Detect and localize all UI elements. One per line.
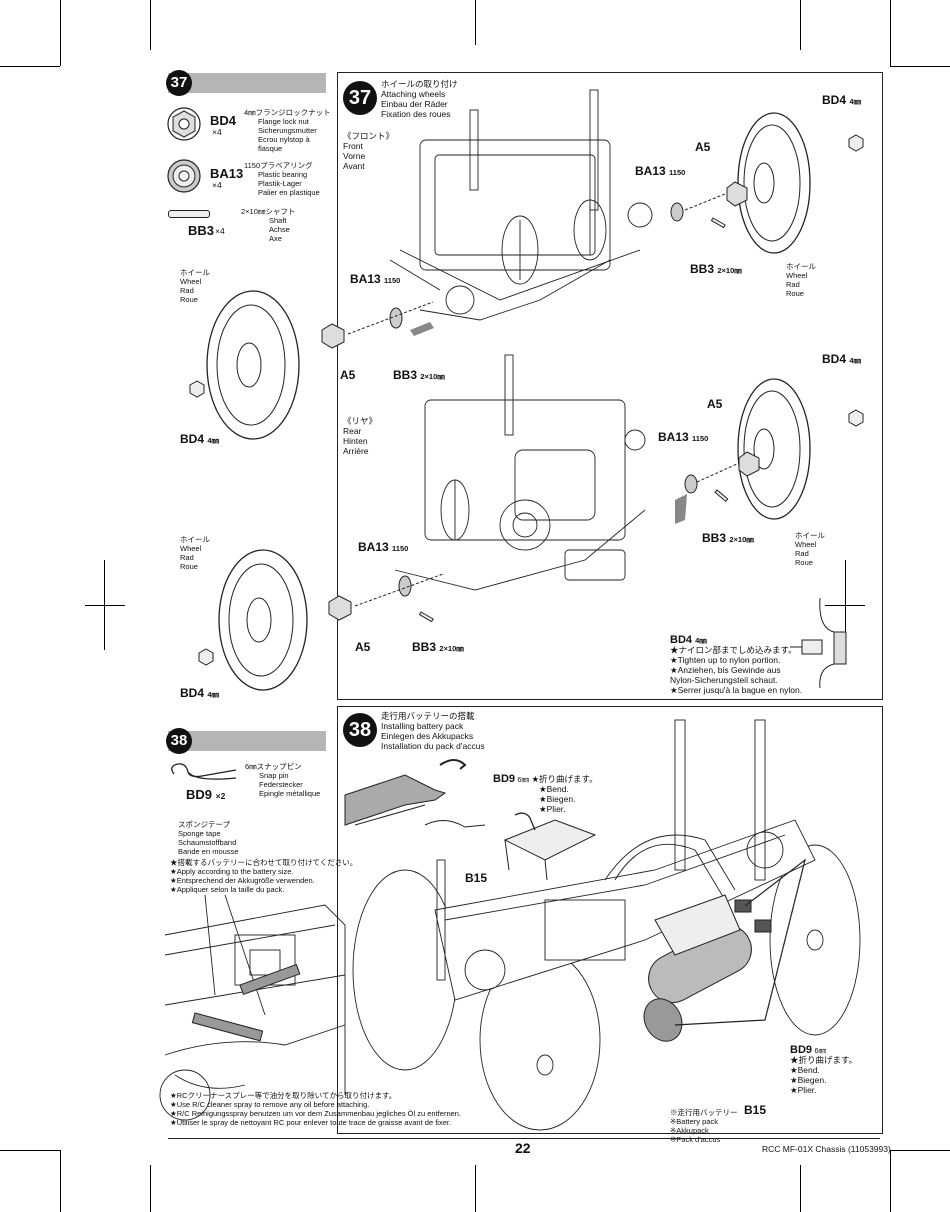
bd9-code: BD9 ×2 xyxy=(186,787,226,802)
bearing-icon xyxy=(167,159,201,193)
crop-mark xyxy=(475,1165,476,1212)
a5-callout-rear-left: A5 xyxy=(355,640,371,654)
ba13-callout-front-right: BA13 1150 xyxy=(635,164,686,178)
sponge-tape-chassis-illustration xyxy=(159,894,346,1121)
bd4-callout-rear: BD4 4㎜ xyxy=(822,352,862,366)
wheel-label-rear-right: ホイール Wheel Rad Roue xyxy=(795,531,825,567)
sponge-tape-label: スポンジテープ Sponge tape Schaumstoffband Band… xyxy=(178,820,239,856)
bb3-desc: 2×10㎜シャフト Shaft Achse Axe xyxy=(241,207,296,243)
wheel-label-front-left: ホイール Wheel Rad Roue xyxy=(180,268,210,304)
bb3-callout-rear-right: BB3 2×10㎜ xyxy=(702,531,754,545)
lock-nut-icon xyxy=(189,380,205,398)
crop-mark xyxy=(890,1150,891,1212)
step37-title-badge: 37 xyxy=(343,81,377,115)
ba13-qty: ×4 xyxy=(212,180,222,190)
car-chassis-illustration xyxy=(352,719,861,1131)
battery-size-note: ★搭載するバッテリーに合わせて取り付けてください。 ★Apply accordi… xyxy=(170,858,358,894)
a5-callout-front-right: A5 xyxy=(695,140,711,154)
axle-parts-rear-left xyxy=(328,573,444,623)
rear-label: 《リヤ》 Rear Hinten Arrière xyxy=(343,416,378,456)
shaft-icon xyxy=(168,210,210,218)
bd9-desc: 6㎜スナップピン Snap pin Federstecker Epingle m… xyxy=(245,762,321,798)
crop-mark xyxy=(85,605,125,606)
ba13-callout-rear-left: BA13 1150 xyxy=(358,540,409,554)
crop-mark xyxy=(800,0,801,50)
crop-mark xyxy=(890,0,891,66)
crop-mark xyxy=(800,1165,801,1212)
product-name: RCC MF-01X Chassis (11053993) xyxy=(762,1144,891,1154)
bd4-callout-front-left: BD4 4㎜ xyxy=(180,432,220,446)
step38-panel xyxy=(337,706,883,1134)
bd4-desc: 4㎜フランジロックナット Flange lock nut Sicherungsm… xyxy=(244,108,331,153)
crop-mark xyxy=(60,1150,61,1212)
step37-title: ホイールの取り付け Attaching wheels Einbau der Rä… xyxy=(381,79,458,119)
bb3-code: BB3 xyxy=(188,223,215,238)
front-chassis-illustration xyxy=(389,89,653,321)
bd4-callout-rear-left: BD4 4㎜ xyxy=(180,686,220,700)
nylon-note: BD4 4㎜ ★ナイロン部までしめ込みます。 ★Tighten up to ny… xyxy=(670,634,803,696)
pliers-illustration xyxy=(344,759,486,828)
a5-callout-front-left: A5 xyxy=(340,368,356,382)
crop-mark xyxy=(475,0,476,45)
wheel-rear-right xyxy=(737,378,811,520)
b15-callout-bottom: B15 xyxy=(744,1103,767,1117)
b15-callout-top: B15 xyxy=(465,871,488,885)
bend-note-top: BD9 6㎜ ★折り曲げます。 ★Bend. ★Biegen. ★Plier. xyxy=(493,773,598,815)
axle-parts-front-left xyxy=(321,301,434,349)
axle-parts-front-right xyxy=(670,181,748,229)
wheel-label-front-right: ホイール Wheel Rad Roue xyxy=(786,262,816,298)
crop-mark xyxy=(0,66,60,67)
bd4-qty: ×4 xyxy=(212,127,222,137)
step38-header-bar xyxy=(168,731,326,751)
ba13-callout-front-left: BA13 1150 xyxy=(350,272,401,286)
step38-badge: 38 xyxy=(166,728,192,754)
crop-mark xyxy=(890,66,950,67)
lock-nut-icon xyxy=(198,648,214,666)
ba13-code: BA13 xyxy=(210,166,244,181)
crop-mark xyxy=(150,1165,151,1212)
a5-callout-rear-right: A5 xyxy=(707,397,723,411)
crop-mark xyxy=(60,0,61,66)
battery-holder-top xyxy=(503,812,597,881)
footer-rule xyxy=(168,1138,880,1139)
cleaner-note: ★RCクリーナースプレー等で油分を取り除いてから取り付けます。 ★Use R/C… xyxy=(170,1091,462,1127)
step37-header-bar xyxy=(168,73,326,93)
front-label: 《フロント》 Front Vorne Avant xyxy=(343,131,395,171)
bb3-callout-rear-left: BB3 2×10㎜ xyxy=(412,640,464,654)
nylon-inset-illustration xyxy=(790,597,847,689)
bd4-callout-front: BD4 4㎜ xyxy=(822,93,862,107)
step38-title: 走行用バッテリーの搭載 Installing battery pack Einl… xyxy=(381,711,485,751)
bd4-code: BD4 xyxy=(210,113,237,128)
bend-note-bottom: BD9 6㎜ ★折り曲げます。 ★Bend. ★Biegen. ★Plier. xyxy=(790,1044,858,1096)
wheel-front-right xyxy=(737,112,811,254)
lock-nut-icon xyxy=(848,409,864,427)
ba13-callout-rear-right: BA13 1150 xyxy=(658,430,709,444)
page-number: 22 xyxy=(515,1140,531,1156)
lock-nut-icon xyxy=(848,134,864,152)
bb3-callout-front-left: BB3 2×10㎜ xyxy=(393,368,445,382)
bb3-qty: ×4 xyxy=(215,226,225,236)
rear-chassis-illustration xyxy=(394,354,646,591)
flange-nut-icon xyxy=(167,107,201,141)
crop-mark xyxy=(890,1150,950,1151)
snap-pin-icon xyxy=(171,763,237,780)
crop-mark xyxy=(150,0,151,50)
crop-mark xyxy=(0,1150,60,1151)
wheel-label-rear-left: ホイール Wheel Rad Roue xyxy=(180,535,210,571)
wheel-rear-left xyxy=(218,549,308,691)
step37-badge: 37 xyxy=(166,70,192,96)
battery-pack-label: ※走行用バッテリー ※Battery pack ※Akkupack ※Pack … xyxy=(670,1108,738,1144)
crop-mark xyxy=(825,605,865,606)
step38-title-badge: 38 xyxy=(343,713,377,747)
axle-parts-rear-right xyxy=(675,451,760,524)
ba13-desc: 1150プラベアリング Plastic bearing Plastik-Lage… xyxy=(244,161,320,197)
wheel-front-left xyxy=(206,290,300,440)
bb3-callout-front-right: BB3 2×10㎜ xyxy=(690,262,742,276)
step37-panel xyxy=(337,72,883,700)
